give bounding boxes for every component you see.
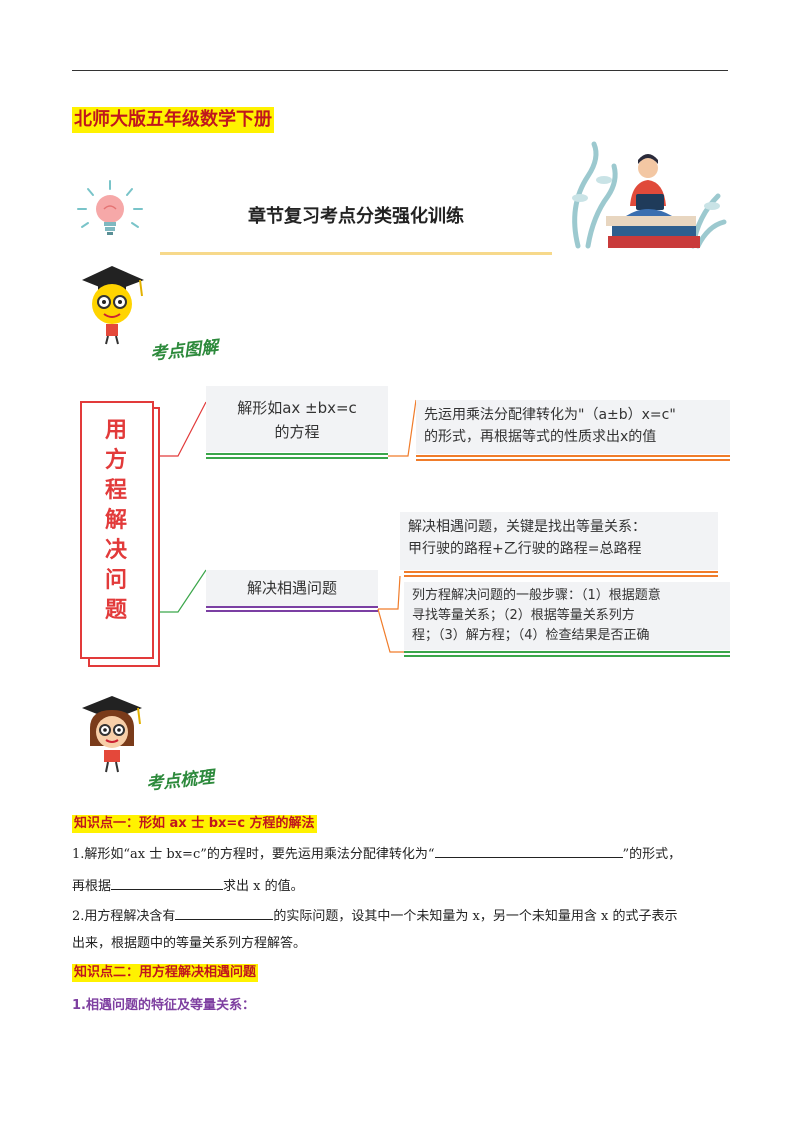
knowledge-point-1-title: 知识点一：形如 ax 士 bx=c 方程的解法 <box>72 815 317 833</box>
leaf-node-equation-steps: 列方程解决问题的一般步骤：（1）根据题意 寻找等量关系；（2）根据等量关系列方 … <box>404 582 730 650</box>
branch-node-meeting-problem: 解决相遇问题 <box>206 570 378 606</box>
mindmap-root-text: 用 方 程 解 决 问 题 <box>104 418 129 623</box>
chapter-underline <box>160 252 552 255</box>
blank-form[interactable] <box>434 843 623 858</box>
subheading-meeting-features: 1.相遇问题的特征及等量关系： <box>72 998 255 1013</box>
graduate-boy-icon <box>82 266 144 345</box>
paragraph-1-line-1: 1.解形如“ax 士 bx=c”的方程时，要先运用乘法分配律转化为“”的形式， <box>72 843 732 865</box>
reading-person-illustration <box>572 141 727 249</box>
paragraph-1-line-2: 再根据求出 x 的值。 <box>72 875 732 897</box>
chapter-title: 章节复习考点分类强化训练 <box>248 206 464 227</box>
paragraph-2-line-2: 出来，根据题中的等量关系列方程解答。 <box>72 936 307 951</box>
top-rule <box>72 70 728 71</box>
lightbulb-icon <box>77 180 143 235</box>
leaf-node-equation-method: 先运用乘法分配律转化为"（a±b）x=c" 的形式，再根据等式的性质求出x的值 <box>416 400 730 454</box>
graduate-girl-icon <box>82 696 142 773</box>
branch-node-equation: 解形如ax ±bx=c 的方程 <box>206 386 388 452</box>
blank-unknowns[interactable] <box>175 905 274 920</box>
paragraph-2-line-1: 2.用方程解决含有的实际问题，设其中一个未知量为 x，另一个未知量用含 x 的式… <box>72 905 732 927</box>
mindmap-connectors <box>150 399 730 657</box>
mindmap-root-frame <box>80 401 154 659</box>
blank-property[interactable] <box>111 875 224 890</box>
book-title: 北师大版五年级数学下册 <box>72 107 274 133</box>
leaf-node-meeting-key: 解决相遇问题，关键是找出等量关系： 甲行驶的路程+乙行驶的路程=总路程 <box>400 512 718 570</box>
outline-section-label: 考点梳理 <box>145 767 216 795</box>
knowledge-point-2-title: 知识点二：用方程解决相遇问题 <box>72 964 259 982</box>
